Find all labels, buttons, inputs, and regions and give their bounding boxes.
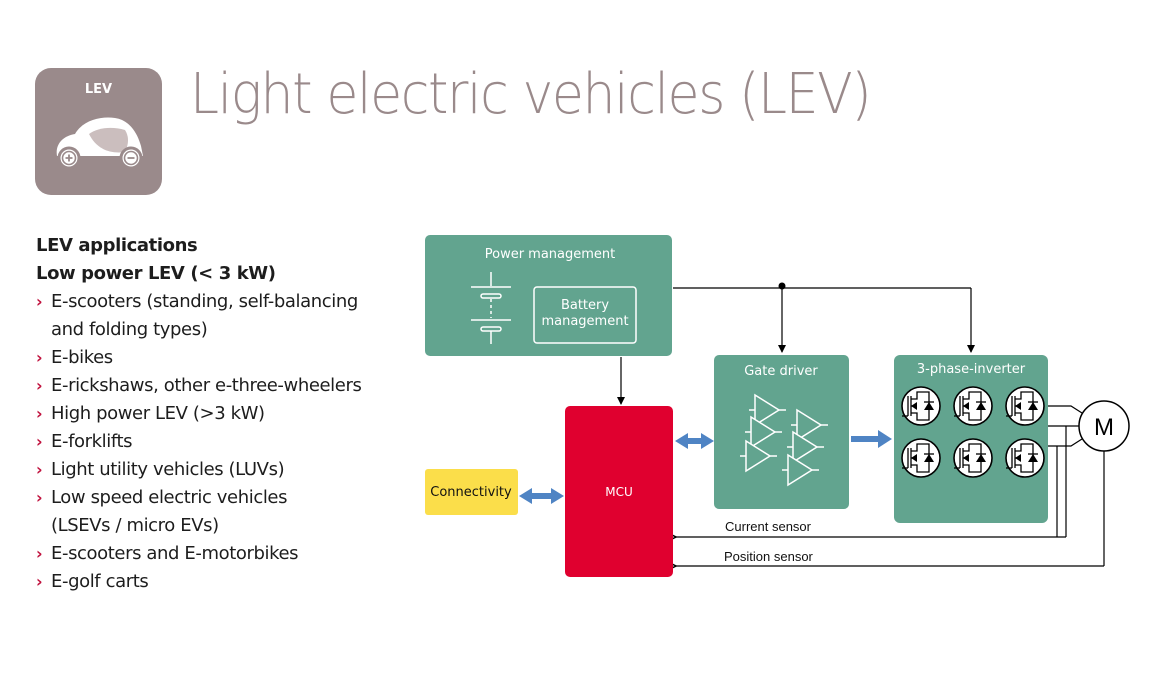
- bullet-chevron-icon: ›: [36, 544, 43, 563]
- junction-dot: [778, 282, 786, 290]
- bus-arrow-connectivity-mcu: [519, 488, 564, 504]
- phase-lines: [1048, 405, 1105, 566]
- applications-list: LEV applications Low power LEV (< 3 kW) …: [36, 232, 362, 596]
- bus-arrow-mcu-gate-driver: [675, 433, 714, 449]
- power-management-block: Power management Battery management: [425, 235, 672, 356]
- mosfet-icon: [953, 438, 993, 478]
- list-item: ›E-golf carts: [36, 568, 361, 596]
- amplifier-symbols-icon: [740, 393, 828, 487]
- motor-label: M: [1094, 414, 1114, 441]
- battery-management-line2: management: [541, 314, 628, 329]
- motor: M: [1078, 400, 1130, 452]
- mosfet-icon: [901, 438, 941, 478]
- lev-badge: LEV: [35, 68, 162, 195]
- mosfet-icon: [901, 386, 941, 426]
- battery-management-line1: Battery: [561, 298, 609, 313]
- connectivity-block: Connectivity: [425, 469, 518, 515]
- badge-label: LEV: [84, 82, 113, 97]
- mosfet-icon: [1005, 386, 1045, 426]
- applications-heading: LEV applications: [36, 235, 198, 256]
- mcu-block: MCU: [565, 406, 673, 577]
- list-item: ›High power LEV (>3 kW): [36, 400, 361, 428]
- list-item: ›E-rickshaws, other e-three-wheelers: [36, 372, 362, 400]
- power-lines: [617, 287, 975, 405]
- bullet-chevron-icon: ›: [36, 460, 43, 479]
- mosfet-switch-icons: [901, 386, 1045, 478]
- list-item: ›E-bikes: [36, 344, 361, 372]
- bus-arrow-gate-driver-inverter: [851, 430, 892, 448]
- electric-car-icon: [56, 117, 144, 170]
- connectivity-label: Connectivity: [430, 485, 512, 500]
- current-sensor-label: Current sensor: [725, 519, 812, 534]
- list-item: ›Light utility vehicles (LUVs): [36, 456, 361, 484]
- inverter-block: 3-phase-inverter: [894, 355, 1048, 523]
- bullet-chevron-icon: ›: [36, 572, 43, 591]
- gate-driver-title: Gate driver: [744, 364, 818, 379]
- mcu-label: MCU: [605, 485, 633, 499]
- position-sensor-label: Position sensor: [724, 549, 814, 564]
- battery-symbol-icon: [471, 272, 511, 344]
- bullet-chevron-icon: ›: [36, 432, 43, 451]
- mosfet-icon: [1005, 438, 1045, 478]
- inverter-title: 3-phase-inverter: [917, 362, 1026, 377]
- bullet-chevron-icon: ›: [36, 348, 43, 367]
- list-item: ›E-forklifts: [36, 428, 361, 456]
- gate-driver-block: Gate driver: [714, 355, 849, 509]
- power-management-title: Power management: [485, 247, 616, 262]
- bullet-chevron-icon: ›: [36, 376, 43, 395]
- mosfet-icon: [953, 386, 993, 426]
- page-title: Light electric vehicles (LEV): [190, 62, 872, 127]
- sensor-lines: [676, 537, 1104, 566]
- bullet-chevron-icon: ›: [36, 404, 43, 423]
- bullet-chevron-icon: ›: [36, 292, 43, 311]
- battery-management-box: [533, 286, 637, 344]
- bullet-chevron-icon: ›: [36, 488, 43, 507]
- list-item: ›Low speed electric vehicles(LSEVs / mic…: [36, 484, 361, 540]
- applications-subheading: Low power LEV (< 3 kW): [36, 263, 276, 284]
- list-item: ›E-scooters and E-motorbikes: [36, 540, 361, 568]
